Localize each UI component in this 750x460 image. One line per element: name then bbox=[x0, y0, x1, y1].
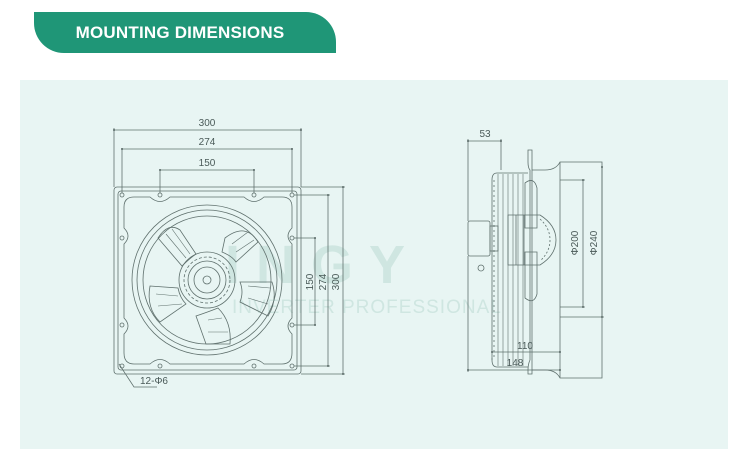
front-view bbox=[113, 128, 345, 388]
dim-overall-width: 300 bbox=[199, 118, 216, 129]
watermark: INGY INVERTER PROFESSIONAL bbox=[225, 235, 502, 318]
dim-outer-diameter: Φ240 bbox=[589, 230, 600, 255]
dim-hole-spacing-inner: 150 bbox=[199, 158, 216, 169]
side-view bbox=[467, 139, 604, 379]
dim-motor-depth: 110 bbox=[517, 341, 533, 352]
watermark-tagline: INVERTER PROFESSIONAL bbox=[232, 297, 502, 318]
drawing-panel bbox=[20, 80, 728, 449]
dim-hole-spacing-outer-v: 274 bbox=[318, 273, 329, 290]
holes-label: 12-Φ6 bbox=[140, 376, 168, 387]
dim-overall-depth: 148 bbox=[507, 358, 524, 369]
dim-flange-offset: 53 bbox=[479, 129, 491, 140]
dim-hole-spacing-inner-v: 150 bbox=[305, 273, 316, 290]
dim-inner-diameter: Φ200 bbox=[570, 230, 581, 255]
section-title: MOUNTING DIMENSIONS bbox=[75, 23, 285, 42]
section-banner: MOUNTING DIMENSIONS bbox=[34, 12, 336, 53]
mounting-holes bbox=[119, 192, 295, 369]
front-view-labels: 300 274 150 150 274 300 12-Φ6 bbox=[140, 118, 342, 387]
side-view-labels: 53 Φ200 Φ240 110 148 bbox=[479, 129, 600, 369]
dim-hole-spacing-outer: 274 bbox=[199, 137, 216, 148]
fan-blades bbox=[148, 226, 275, 345]
dim-overall-height: 300 bbox=[331, 273, 342, 290]
